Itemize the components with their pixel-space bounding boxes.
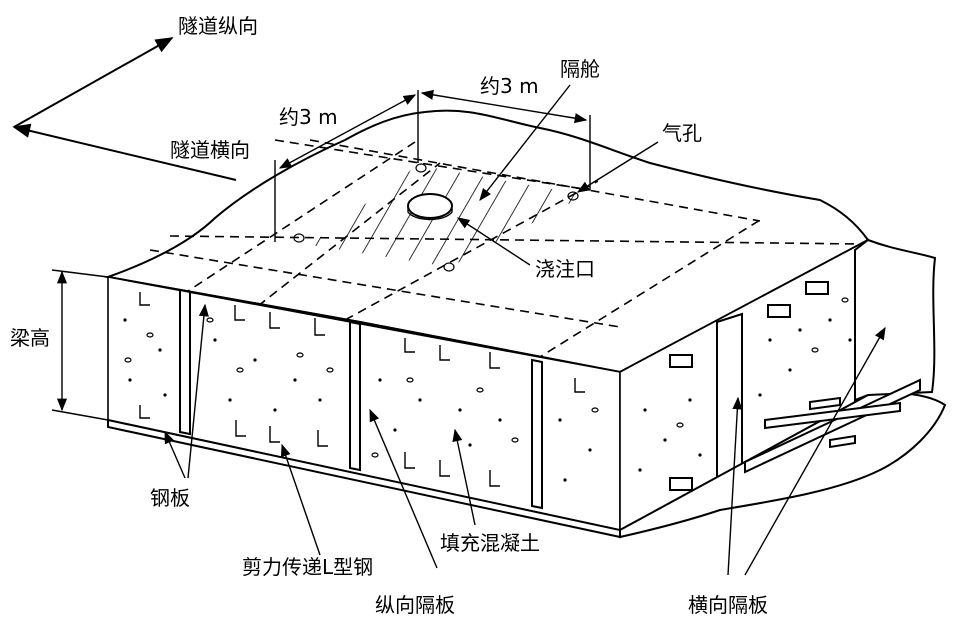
pour-port xyxy=(407,193,453,221)
air-hole xyxy=(567,191,579,201)
label-shear-l-steel: 剪力传递L型钢 xyxy=(242,555,373,579)
transverse-diaphragm-far xyxy=(854,238,937,402)
beam-height-dimension xyxy=(51,269,109,421)
transverse-bars xyxy=(744,378,921,474)
air-hole xyxy=(443,262,455,272)
longitudinal-diaphragms xyxy=(179,288,543,510)
label-pour-port: 浇注口 xyxy=(535,257,595,281)
leader-lines xyxy=(164,84,886,576)
transverse-diaphragm-plate xyxy=(716,312,743,482)
label-compartment: 隔舱 xyxy=(560,57,600,81)
label-transverse-diaphragm: 横向隔板 xyxy=(688,593,768,617)
label-about-3m-right: 约3 m xyxy=(480,74,539,98)
right-l-steel-blocks xyxy=(669,281,829,491)
direction-arrows xyxy=(12,37,237,181)
dimension-lines xyxy=(274,89,591,242)
longitudinal-arrow-line xyxy=(13,37,174,128)
label-tunnel-longitudinal: 隧道纵向 xyxy=(178,14,258,38)
label-beam-height: 梁高 xyxy=(10,326,50,350)
label-air-hole: 气孔 xyxy=(662,121,702,145)
label-fill-concrete: 填充混凝土 xyxy=(440,531,540,555)
label-tunnel-transverse: 隧道横向 xyxy=(170,138,250,162)
label-longitudinal-diaphragm: 纵向隔板 xyxy=(375,593,455,617)
label-steel-plate: 钢板 xyxy=(150,486,190,510)
concrete-aggregate xyxy=(123,297,852,482)
label-about-3m-left: 约3 m xyxy=(279,105,338,129)
transverse-arrow-line xyxy=(12,123,237,181)
l-steel-shapes xyxy=(139,292,585,487)
bottom-plate-right xyxy=(619,392,947,539)
air-hole xyxy=(293,233,305,243)
